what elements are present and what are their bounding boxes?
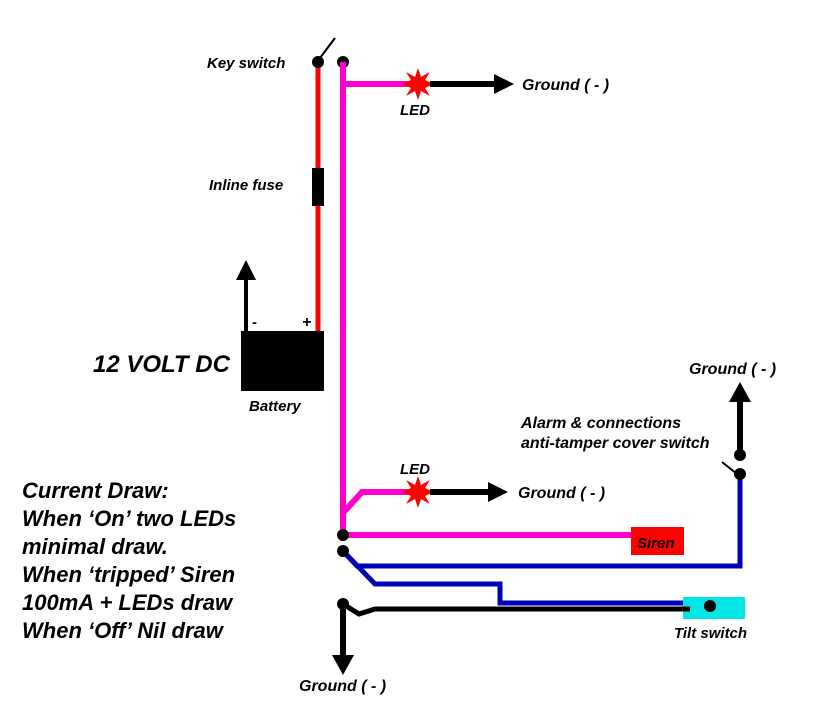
battery-minus-label: - [252,314,257,331]
ground-top-label: Ground ( - ) [522,77,609,94]
cover-switch-terminal-lower [734,468,746,480]
battery-icon [241,331,324,391]
battery-label: Battery [249,398,301,415]
tilt-switch-terminal [704,600,716,612]
alarm-cover-label-line2: anti-tamper cover switch [521,435,710,452]
ground-arrow-top-icon [494,74,514,94]
key-switch-terminal-left [312,56,324,68]
led-top-icon [402,68,434,100]
ground-right-label: Ground ( - ) [689,361,776,378]
key-switch-label: Key switch [207,55,285,72]
ground-arrow-mid-icon [488,482,508,502]
signal-wire-junction [337,545,349,557]
siren-junction [337,529,349,541]
signal-wire-tilt-switch [341,549,690,606]
tilt-switch-label: Tilt switch [674,625,747,642]
siren-icon [631,527,684,555]
ground-wire-bottom [341,601,690,617]
ground-arrow-bottom-icon [332,655,354,675]
battery-plus-label: + [302,314,311,331]
led-top-label: LED [400,102,430,119]
key-switch-lever-icon [319,37,336,59]
current-draw-line-6: When ‘Off’ Nil draw [22,618,225,643]
battery-ground-arrow-icon [236,260,256,280]
ground-mid-label: Ground ( - ) [518,485,605,502]
current-draw-line-1: Current Draw: [22,478,169,503]
current-draw-line-3: minimal draw. [22,534,168,559]
inline-fuse-label: Inline fuse [209,177,283,194]
cover-switch-lever-icon [721,461,738,475]
led-mid-icon [402,476,434,508]
inline-fuse-icon [312,168,324,206]
current-draw-line-4: When ‘tripped’ Siren [22,562,235,587]
cover-switch-ground-arrow-icon [729,382,751,402]
current-draw-line-2: When ‘On’ two LEDs [22,506,236,531]
siren-label: Siren [637,535,675,552]
current-draw-line-5: 100mA + LEDs draw [22,590,234,615]
ground-bottom-label: Ground ( - ) [299,678,386,695]
switched-wire-mid-led [340,489,408,516]
ground-junction-bottom [337,598,349,610]
voltage-label: 12 VOLT DC [93,351,231,378]
alarm-cover-label-line1: Alarm & connections [520,415,681,432]
led-mid-label: LED [400,461,430,478]
